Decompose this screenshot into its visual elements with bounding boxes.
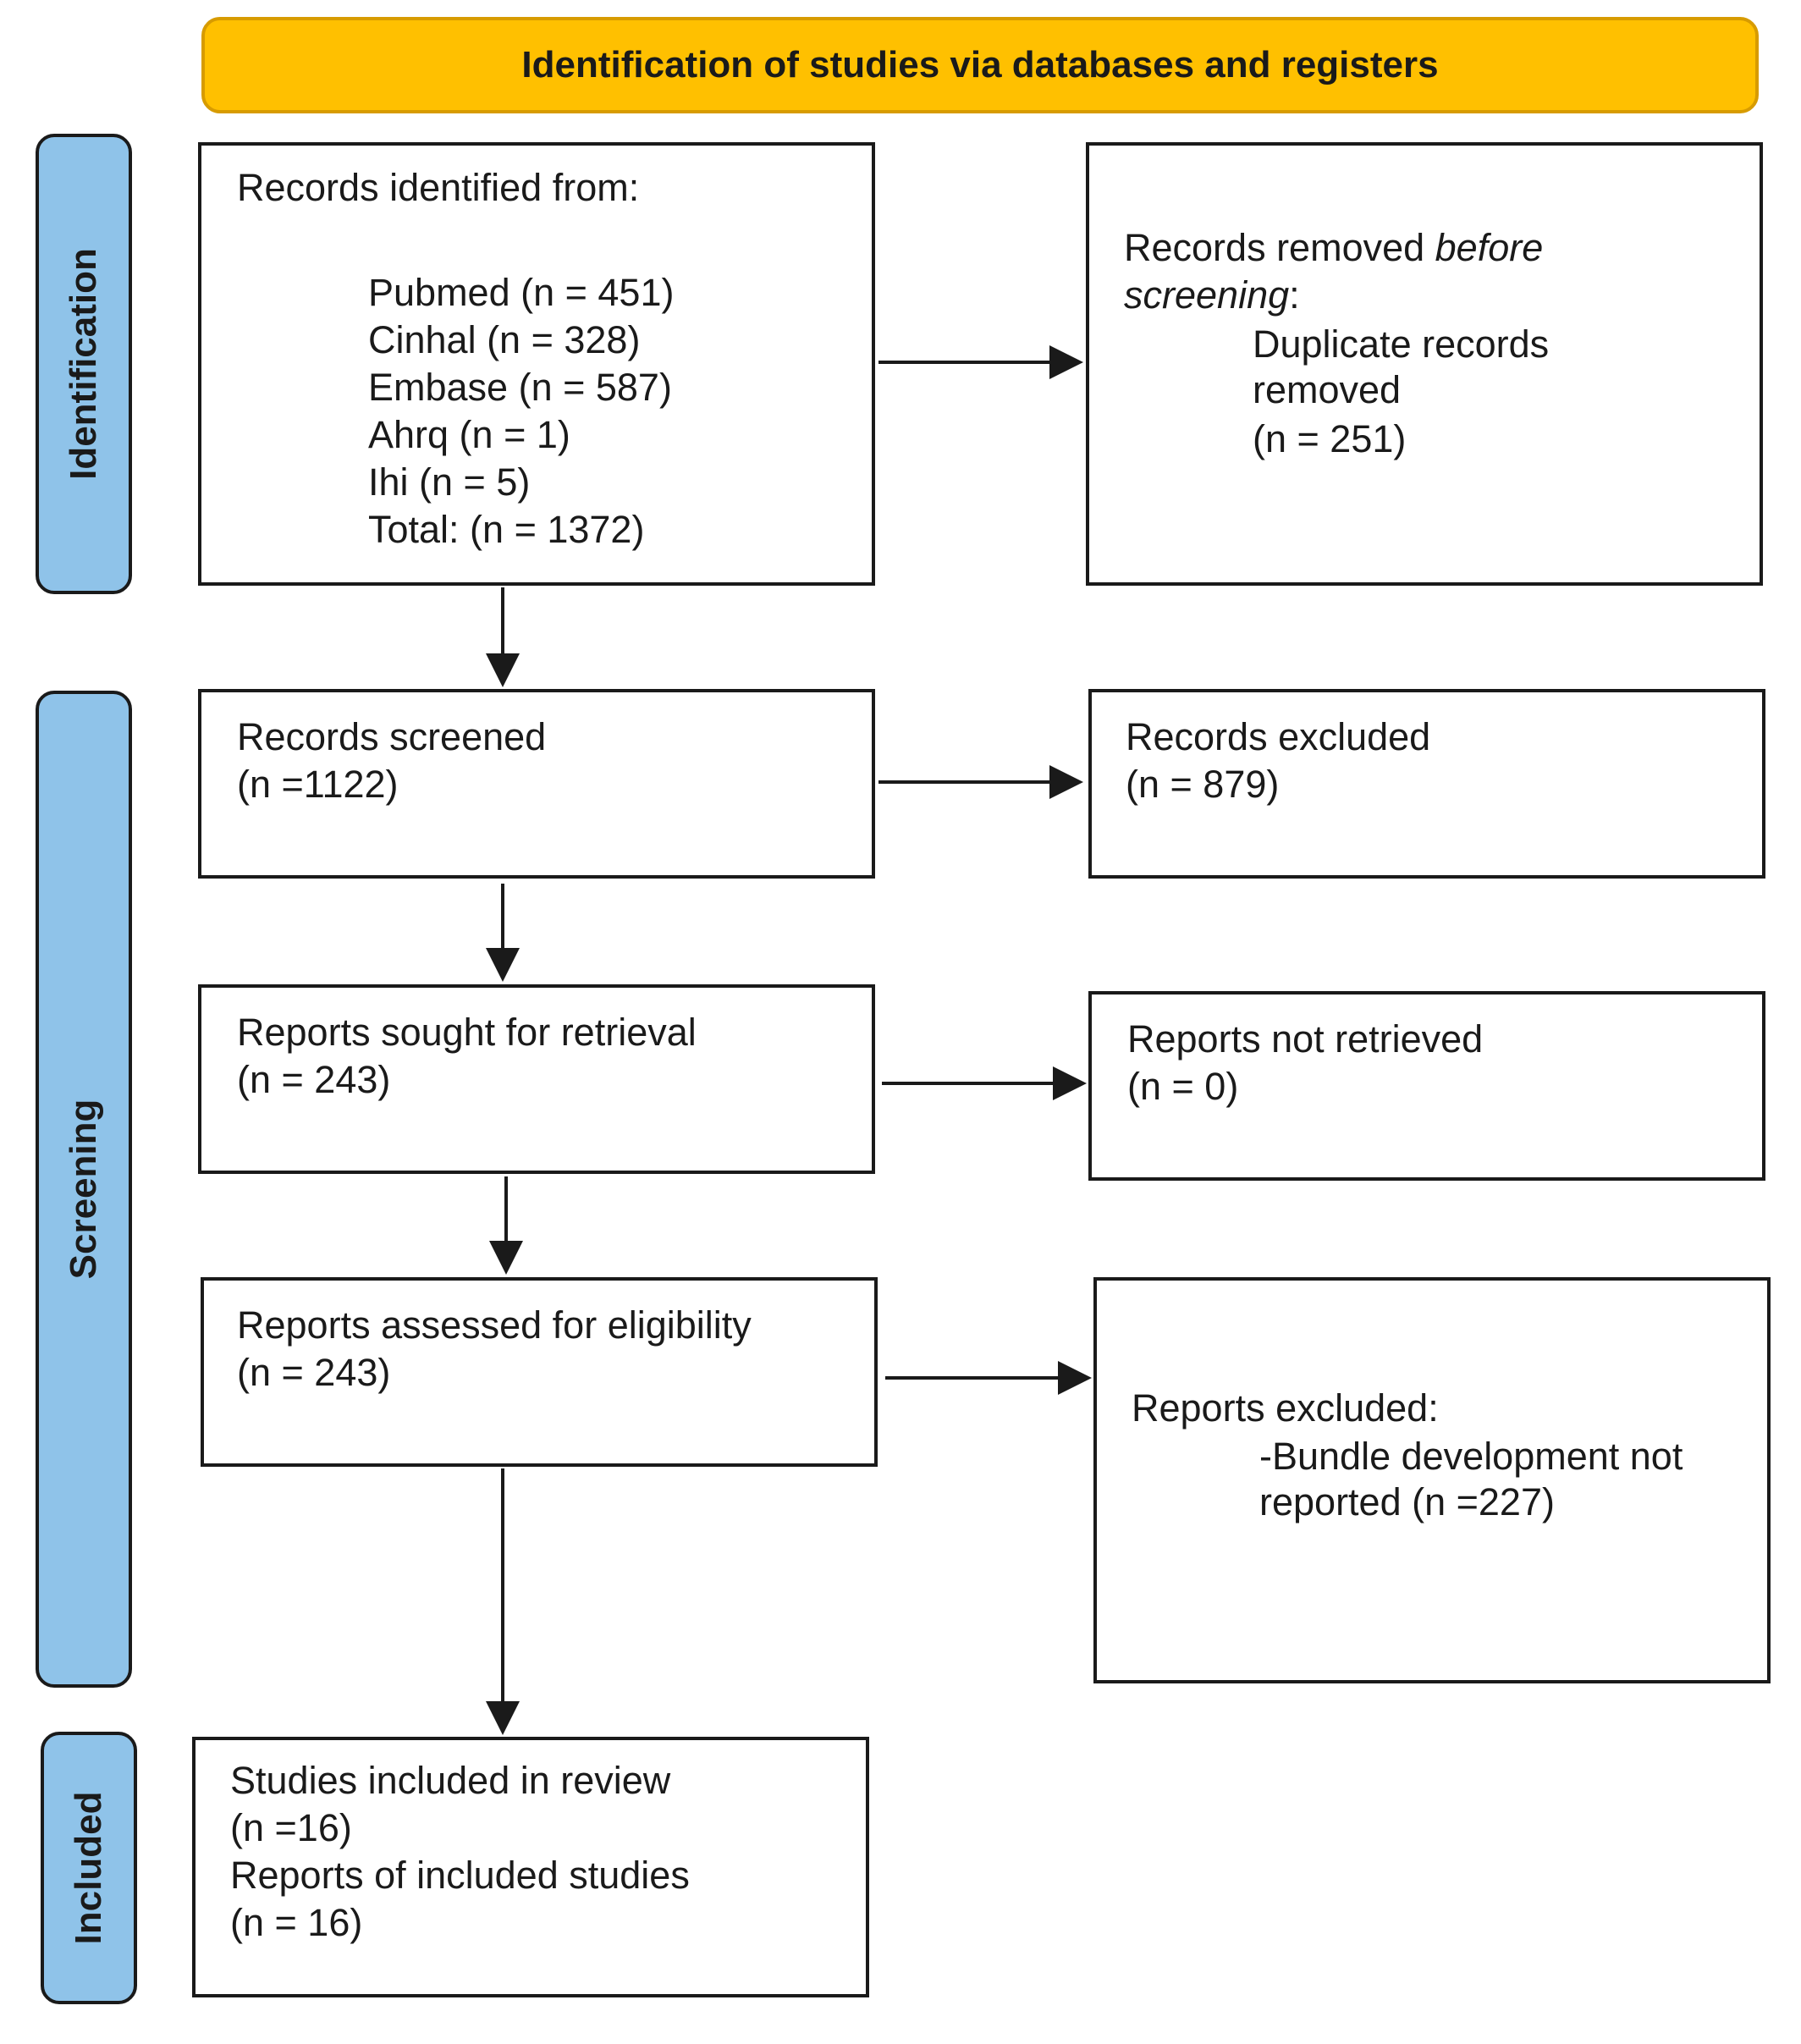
source-embase: Embase (n = 587)	[368, 366, 672, 409]
source-cinhal: Cinhal (n = 328)	[368, 318, 641, 361]
studies-included-count: (n =16)	[230, 1806, 352, 1849]
header-banner: Identification of studies via databases …	[201, 17, 1759, 113]
reports-sought-box	[198, 984, 875, 1174]
records-removed-label: Records removed before screening:	[1124, 224, 1543, 319]
reports-assessed-label: Reports assessed for eligibility	[237, 1303, 752, 1347]
reports-excluded-reason-2: reported (n =227)	[1259, 1480, 1555, 1523]
reports-assessed-text: Reports assessed for eligibility (n = 24…	[237, 1302, 752, 1397]
removed-label-before: before	[1435, 226, 1544, 269]
reports-assessed-count: (n = 243)	[237, 1351, 391, 1394]
reports-included-count: (n = 16)	[230, 1901, 363, 1944]
reports-sought-text: Reports sought for retrieval (n = 243)	[237, 1009, 697, 1104]
reports-assessed-box	[201, 1277, 878, 1467]
records-excluded-box	[1088, 689, 1765, 879]
phase-screening: Screening	[36, 691, 132, 1688]
studies-included-label: Studies included in review	[230, 1759, 671, 1802]
reports-not-retrieved-box	[1088, 991, 1765, 1181]
records-excluded-label: Records excluded	[1126, 715, 1431, 758]
removed-label-start: Records removed	[1124, 226, 1435, 269]
records-excluded-count: (n = 879)	[1126, 763, 1280, 806]
reports-excluded-label: Reports excluded:	[1132, 1386, 1439, 1430]
source-pubmed: Pubmed (n = 451)	[368, 271, 675, 314]
source-ihi: Ihi (n = 5)	[368, 460, 531, 504]
records-screened-label: Records screened	[237, 715, 547, 758]
reports-not-retrieved-text: Reports not retrieved (n = 0)	[1127, 1016, 1483, 1110]
removed-label-screening: screening	[1124, 273, 1290, 317]
reports-not-retrieved-label: Reports not retrieved	[1127, 1017, 1484, 1061]
phase-included: Included	[41, 1732, 137, 2004]
reports-excluded-reason-1: -Bundle development not	[1259, 1435, 1683, 1478]
source-ahrq: Ahrq (n = 1)	[368, 413, 570, 456]
header-title: Identification of studies via databases …	[521, 44, 1439, 85]
records-identified-heading: Records identified from:	[237, 166, 640, 209]
studies-included-text: Studies included in review (n =16) Repor…	[230, 1757, 690, 1947]
records-screened-count: (n =1122)	[237, 763, 399, 806]
records-identified-box	[198, 142, 875, 586]
records-sources-list: Pubmed (n = 451) Cinhal (n = 328) Embase…	[368, 269, 674, 554]
removed-detail-1: Duplicate records	[1253, 322, 1550, 366]
records-removed-detail: Duplicate records removed (n = 251)	[1253, 322, 1549, 462]
source-total: Total: (n = 1372)	[368, 508, 645, 551]
records-excluded-text: Records excluded (n = 879)	[1126, 713, 1430, 808]
reports-included-label: Reports of included studies	[230, 1854, 690, 1897]
reports-excluded-reason: -Bundle development not reported (n =227…	[1259, 1434, 1683, 1525]
records-screened-text: Records screened (n =1122)	[237, 713, 546, 808]
removed-label-colon: :	[1289, 273, 1300, 317]
reports-sought-count: (n = 243)	[237, 1058, 391, 1101]
reports-excluded-box	[1093, 1277, 1771, 1683]
records-screened-box	[198, 689, 875, 879]
removed-detail-3: (n = 251)	[1253, 417, 1407, 460]
removed-detail-2: removed	[1253, 368, 1402, 411]
phase-identification: Identification	[36, 134, 132, 594]
reports-not-retrieved-count: (n = 0)	[1127, 1065, 1239, 1108]
studies-included-box	[192, 1737, 869, 1997]
reports-sought-label: Reports sought for retrieval	[237, 1011, 697, 1054]
records-removed-box	[1086, 142, 1763, 586]
